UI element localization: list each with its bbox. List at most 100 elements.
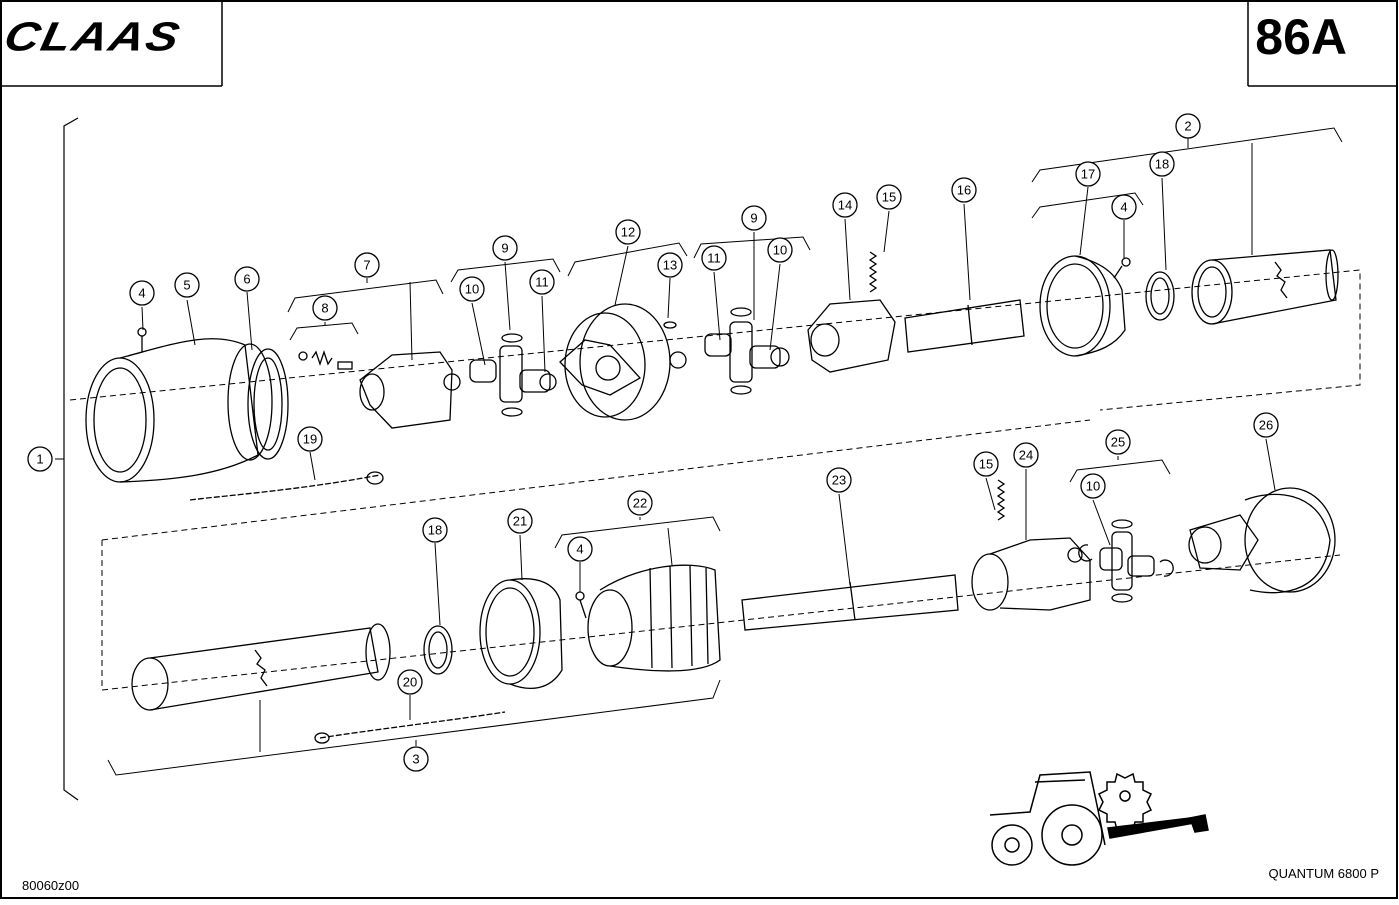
callout-12: 12 xyxy=(615,219,641,245)
callout-5: 5 xyxy=(174,272,200,298)
callout-4: 4 xyxy=(129,280,155,306)
group-bracket-17 xyxy=(1031,192,1144,219)
callout-circle xyxy=(1105,429,1131,455)
callout-circle xyxy=(826,467,852,493)
top-row-parts xyxy=(85,249,1339,501)
callout-18: 18 xyxy=(1149,151,1175,177)
group-bracket-25 xyxy=(1069,459,1171,483)
callout-number: 4 xyxy=(138,286,145,301)
callout-18: 18 xyxy=(422,517,448,543)
bottom-row-parts xyxy=(131,479,1336,744)
callout-number: 26 xyxy=(1259,418,1273,433)
callout-16: 16 xyxy=(951,177,977,203)
callout-circle xyxy=(459,276,485,302)
callout-circle xyxy=(1149,151,1175,177)
callout-25: 25 xyxy=(1105,429,1131,455)
callout-4: 4 xyxy=(1111,194,1137,220)
callout-21: 21 xyxy=(507,508,533,534)
callout-circle xyxy=(832,192,858,218)
callout-number: 8 xyxy=(321,301,328,316)
callout-8: 8 xyxy=(312,295,338,321)
callout-circle xyxy=(1013,442,1039,468)
page-number: 86A xyxy=(1255,9,1347,65)
callout-number: 21 xyxy=(513,514,527,529)
group-bracket-9b xyxy=(693,236,811,259)
callout-circle xyxy=(1253,412,1279,438)
callout-19: 19 xyxy=(297,426,323,452)
drawing-number: 80060z00 xyxy=(22,878,80,893)
callout-number: 9 xyxy=(501,241,508,256)
group-bracket-8 xyxy=(289,322,359,341)
callout-number: 11 xyxy=(535,275,549,290)
callout-9: 9 xyxy=(492,235,518,261)
group-bracket-22 xyxy=(554,516,721,549)
group-bracket-3 xyxy=(107,679,721,776)
callout-11: 11 xyxy=(701,245,727,271)
callout-number: 19 xyxy=(303,432,317,447)
callout-number: 5 xyxy=(183,278,190,293)
assembly-bracket-1 xyxy=(63,117,79,801)
callout-circle xyxy=(234,266,260,292)
callout-15: 15 xyxy=(876,184,902,210)
callout-15: 15 xyxy=(973,451,999,477)
dashed-outline-mid xyxy=(101,419,1091,541)
callout-number: 7 xyxy=(363,258,370,273)
callout-circle xyxy=(1111,194,1137,220)
callout-number: 13 xyxy=(663,258,677,273)
callout-circle xyxy=(767,237,793,263)
callout-circle xyxy=(741,205,767,231)
callout-circle xyxy=(627,490,653,516)
callout-circle xyxy=(507,508,533,534)
callout-number: 10 xyxy=(773,243,787,258)
callout-number: 18 xyxy=(428,523,442,538)
callout-circle xyxy=(312,295,338,321)
callout-circle xyxy=(951,177,977,203)
callout-number: 2 xyxy=(1184,119,1191,134)
callout-circle xyxy=(529,269,555,295)
callout-circle xyxy=(1075,161,1101,187)
callout-circle xyxy=(492,235,518,261)
dashed-outline-bottom xyxy=(101,540,1341,691)
callout-circle xyxy=(1175,113,1201,139)
callout-11: 11 xyxy=(529,269,555,295)
callout-number: 20 xyxy=(403,675,417,690)
callout-13: 13 xyxy=(657,252,683,278)
callout-number: 10 xyxy=(1086,479,1100,494)
callout-number: 9 xyxy=(750,211,757,226)
callout-23: 23 xyxy=(826,467,852,493)
callout-circle xyxy=(297,426,323,452)
callout-circle xyxy=(403,746,429,772)
machine-model: QUANTUM 6800 P xyxy=(1268,866,1379,881)
callout-number: 25 xyxy=(1111,435,1125,450)
callout-number: 1 xyxy=(36,452,43,467)
leader-lines xyxy=(55,137,1276,752)
callout-number: 6 xyxy=(243,272,250,287)
callout-10: 10 xyxy=(459,276,485,302)
callout-number: 14 xyxy=(838,198,852,213)
callout-circle xyxy=(657,252,683,278)
callout-6: 6 xyxy=(234,266,260,292)
callout-circle xyxy=(174,272,200,298)
callout-number: 23 xyxy=(832,473,846,488)
callout-circle xyxy=(615,219,641,245)
callout-number: 17 xyxy=(1081,167,1095,182)
callout-circle xyxy=(422,517,448,543)
callout-number: 3 xyxy=(412,752,419,767)
callout-number: 16 xyxy=(957,183,971,198)
callout-26: 26 xyxy=(1253,412,1279,438)
tractor-pictogram xyxy=(989,771,1209,866)
callout-10: 10 xyxy=(767,237,793,263)
callout-7: 7 xyxy=(354,252,380,278)
callout-number: 12 xyxy=(621,225,635,240)
callout-circle xyxy=(354,252,380,278)
callout-9: 9 xyxy=(741,205,767,231)
callout-circle xyxy=(397,669,423,695)
callout-circle xyxy=(567,536,593,562)
callout-2: 2 xyxy=(1175,113,1201,139)
callout-3: 3 xyxy=(403,746,429,772)
callout-17: 17 xyxy=(1075,161,1101,187)
callout-number: 4 xyxy=(1120,200,1127,215)
